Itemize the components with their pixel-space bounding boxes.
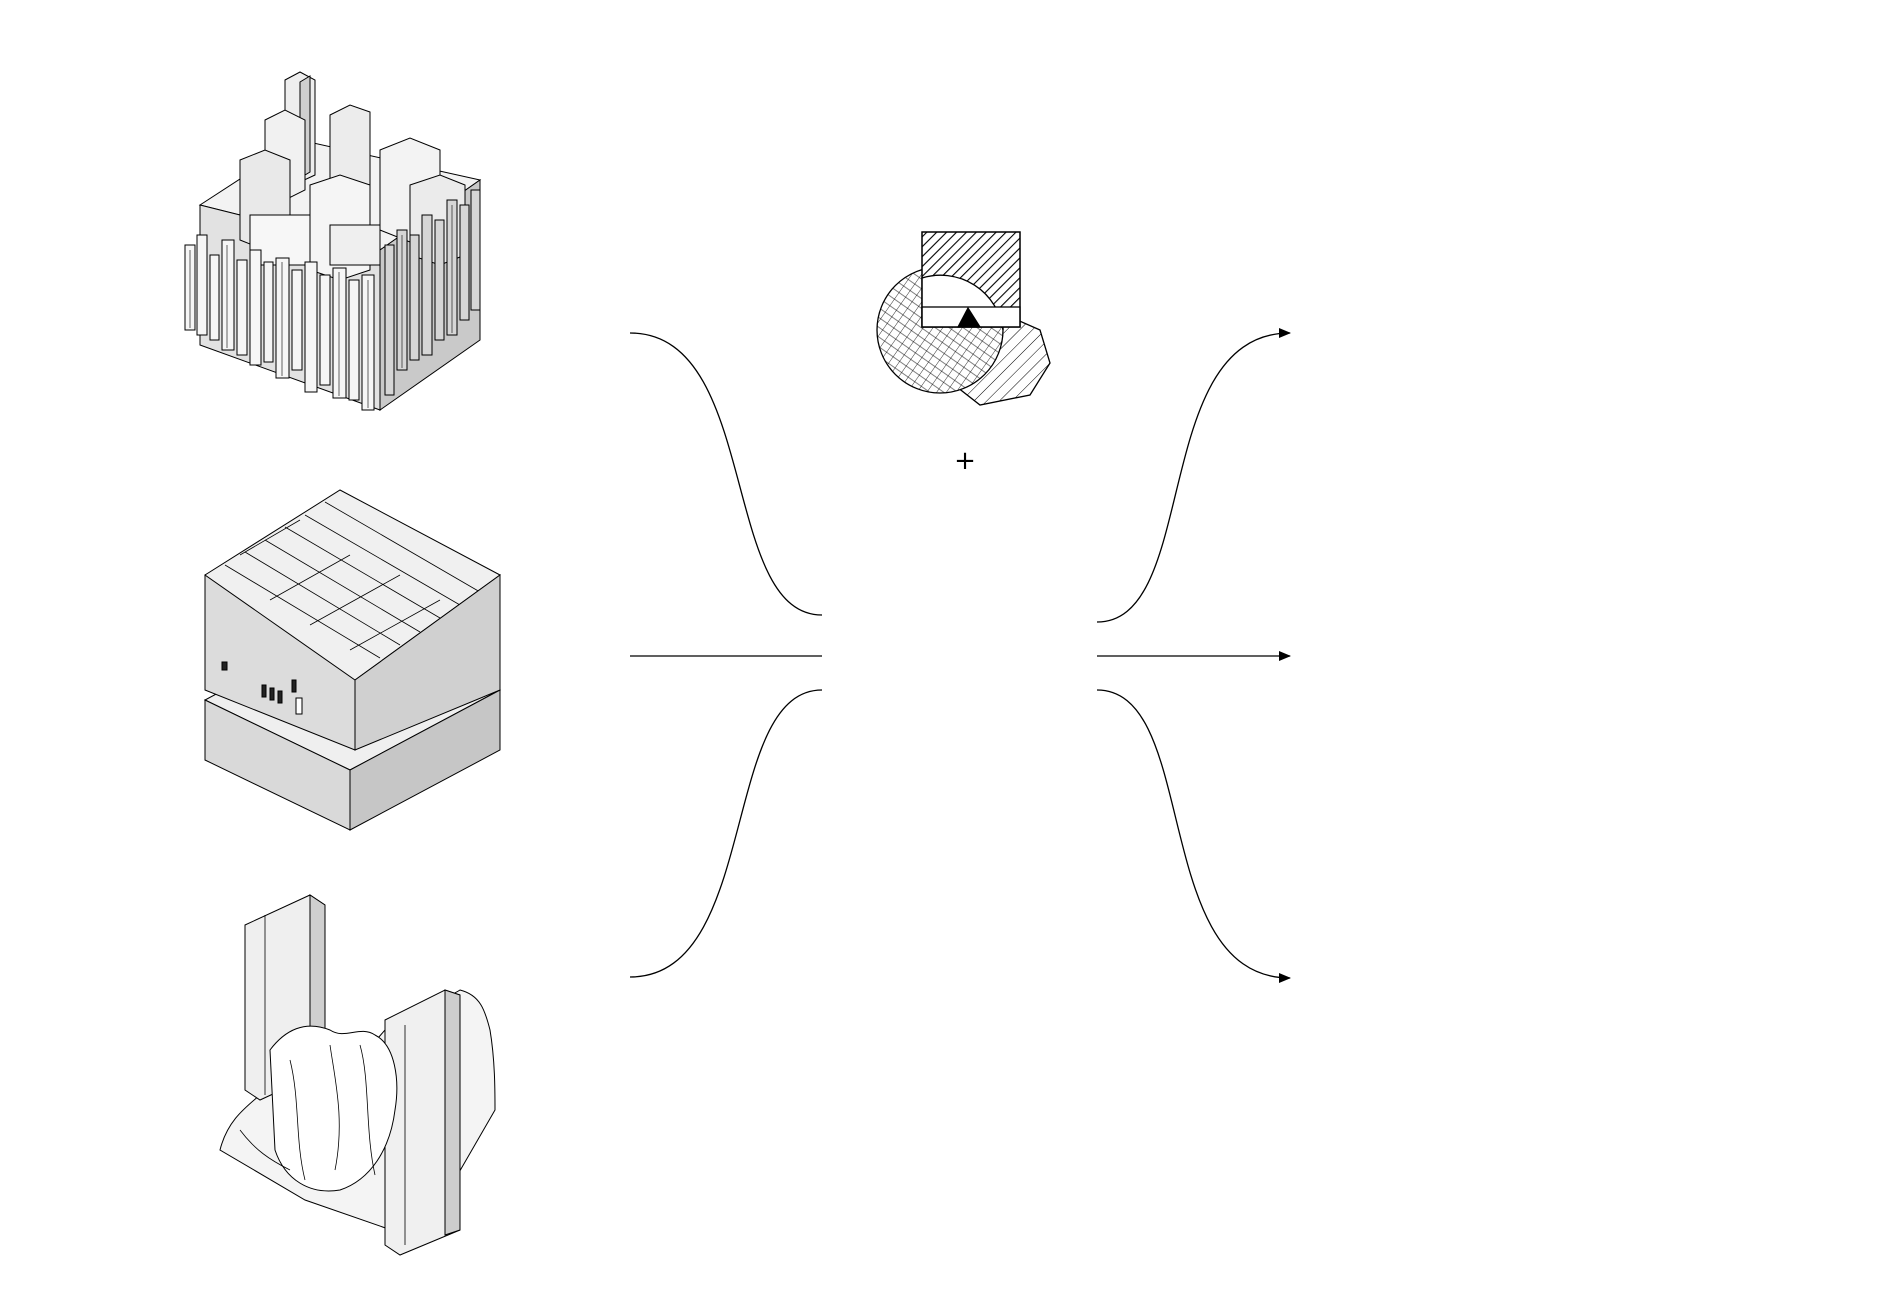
boolean-overlap-icon <box>876 231 1051 406</box>
input-connectors <box>629 332 823 978</box>
output-connectors <box>1096 328 1291 983</box>
connector-output-bottom <box>1096 689 1291 983</box>
connector-input-bottom <box>629 689 823 978</box>
eroded-u-massing-icon <box>219 894 496 1256</box>
sloped-massing-icon <box>203 489 502 831</box>
connector-output-top <box>1096 328 1291 623</box>
operator-plus: + <box>954 446 976 476</box>
connector-input-top <box>629 332 823 616</box>
columnar-massing-icon <box>184 71 482 411</box>
